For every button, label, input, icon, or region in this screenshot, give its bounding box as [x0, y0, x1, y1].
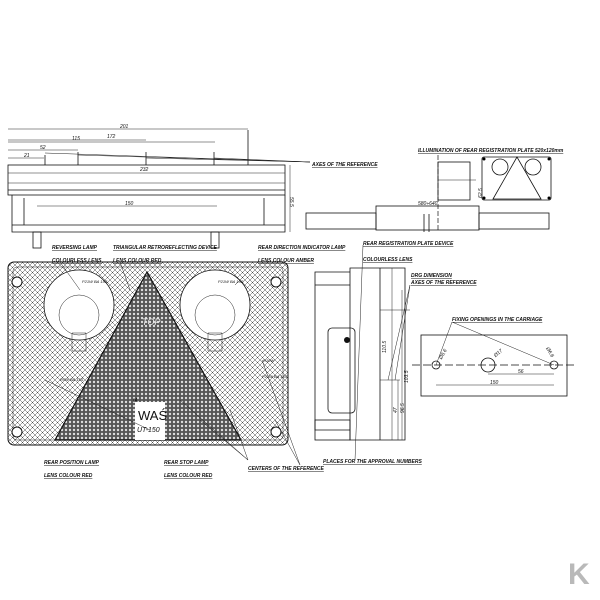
dim-110-5: 110.5	[382, 341, 388, 353]
dim-201: 201	[119, 124, 129, 130]
position-lamp-label: REAR POSITION LAMP	[44, 460, 100, 466]
reversing-lamp-label: REVERSING LAMP	[52, 245, 98, 251]
dim-172: 172	[107, 134, 116, 140]
dim-47: 47	[393, 407, 399, 413]
plate-lens-label: COLOURLESS LENS	[363, 257, 413, 263]
ia-mark: IA	[133, 398, 138, 404]
dim-150: 150	[125, 201, 134, 207]
fixing-openings-view: FIXING OPENINGS IN THE CARRIAGE Ø6.6 Ø17…	[412, 317, 575, 397]
position-lens-label: LENS COLOUR RED	[44, 473, 93, 479]
triangle-label: TRIANGULAR RETROREFLECTING DEVICE	[113, 245, 218, 251]
brand-mark: WAŚ	[138, 408, 167, 423]
front-view: WAŚ UT-150 TOP IA P21W BA 15S P21W BA 15…	[7, 245, 422, 479]
indicator-lens-label: LENS COLOUR AMBER	[258, 258, 314, 264]
bulb-left-low: R5W BA 15S	[60, 377, 84, 382]
dim-62-5: 62.5	[478, 188, 484, 198]
dim-56: 56	[518, 369, 524, 375]
dim-115: 115	[72, 136, 80, 142]
bulb-small: R10W	[263, 358, 275, 363]
indicator-label: REAR DIRECTION INDICATOR LAMP	[258, 245, 346, 251]
centers-label: CENTERS OF THE REFERENCE	[248, 466, 325, 472]
dim-hole-left: Ø6.6	[438, 348, 449, 361]
dim-hole-center: Ø17	[492, 348, 504, 359]
fixing-openings-title: FIXING OPENINGS IN THE CARRIAGE	[452, 317, 543, 323]
dim-580-640: 580÷640	[418, 201, 438, 207]
stop-lens-label: LENS COLOUR RED	[164, 473, 213, 479]
bulb-left-top: P21W BA 15S	[82, 279, 108, 284]
approval-label: PLACES FOR THE APPROVAL NUMBERS	[323, 459, 422, 465]
bolt	[32, 231, 42, 249]
reversing-lens-label: COLOURLESS LENS	[52, 258, 102, 264]
indicator-lamp	[179, 269, 251, 341]
plate-view: ILLUMINATION OF REAR REGISTRATION PLATE …	[305, 148, 564, 232]
screw-holes	[11, 276, 282, 438]
side-view: 110.5 103.5 47 96.5 REAR REGISTRATION PL…	[314, 241, 477, 461]
dim-hole-right: Ø6.6	[544, 345, 555, 358]
logo-letter: K	[568, 558, 590, 591]
dim-55-5: 55.5	[288, 197, 294, 207]
top-view: 201 172 115 52 21 232 150 55.5 AXES OF T…	[7, 124, 378, 249]
top-mark: TOP	[142, 317, 160, 327]
axes-of-reference-label: AXES OF THE REFERENCE	[311, 162, 378, 168]
reversing-lamp	[43, 269, 115, 341]
side-axes-label: AXES OF THE REFERENCE	[410, 280, 477, 286]
dim-21: 21	[23, 153, 30, 159]
dim-96-5: 96.5	[400, 403, 406, 413]
dim-103-5: 103.5	[404, 370, 410, 383]
drg-dimension-label: DRG DIMENSION	[411, 273, 452, 279]
plate-illumination-title: ILLUMINATION OF REAR REGISTRATION PLATE …	[418, 148, 564, 154]
bulb-right-low: P21W BA 15S	[262, 374, 288, 379]
plate-device-label: REAR REGISTRATION PLATE DEVICE	[363, 241, 454, 247]
bolt	[210, 231, 220, 249]
model-mark: UT-150	[137, 427, 160, 434]
brand-logo: K	[568, 558, 590, 591]
stop-lamp-label: REAR STOP LAMP	[164, 460, 209, 466]
bulb-right-top: P21W BA 15S	[218, 279, 244, 284]
dim-232: 232	[139, 167, 149, 173]
triangle-lens-label: LENS COLOUR RED	[113, 258, 162, 264]
dim-150-fixing: 150	[490, 380, 499, 386]
dim-52: 52	[40, 145, 46, 151]
